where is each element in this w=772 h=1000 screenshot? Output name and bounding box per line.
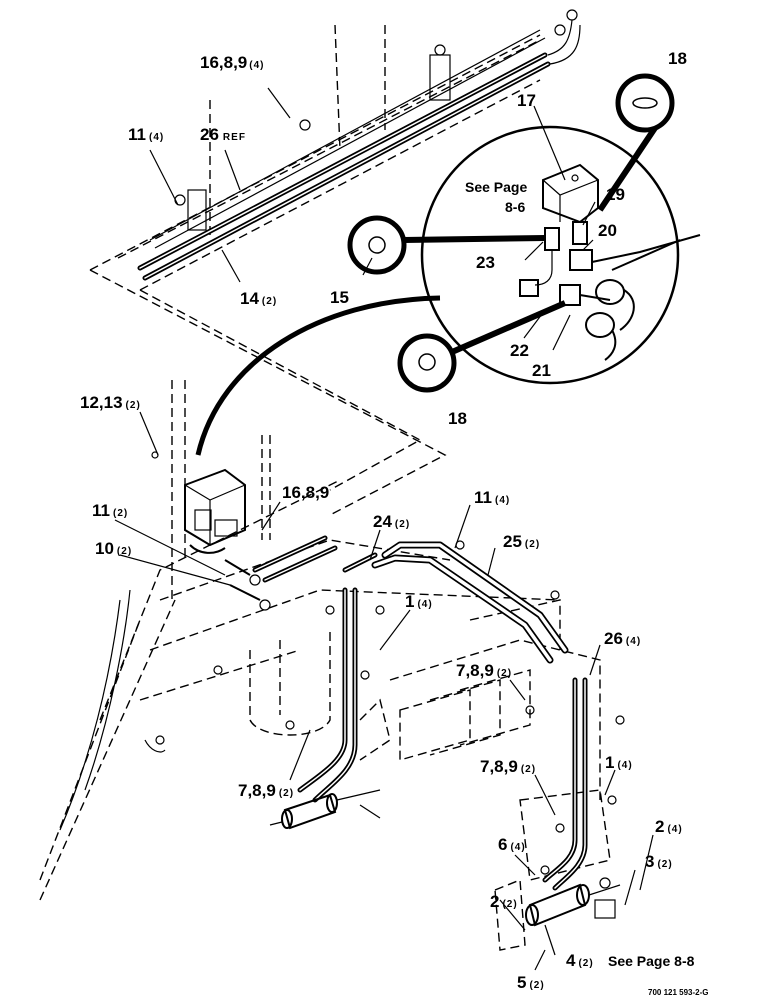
label-23: 23 [476,253,495,272]
label-3: 3(2) [645,852,673,871]
label-11-top: 11(4) [128,125,164,144]
o-ring-callouts [347,73,675,393]
label-7-8-9-left: 7,8,9(2) [238,781,294,800]
right-cylinder-hoses [542,677,588,891]
drawing-code: 700 121 593-2-G [648,988,709,997]
label-20: 20 [598,221,617,240]
label-25: 25(2) [503,532,540,551]
label-17: 17 [517,91,536,110]
leader-lines [114,87,654,971]
lower-machine-outline [39,380,611,951]
label-2-right: 2(4) [655,817,683,836]
label-14: 14(2) [240,289,277,308]
label-6: 6(4) [498,835,526,854]
label-18-bottom: 18 [448,409,467,428]
note-see-page-8-6-line1: See Page [465,179,527,195]
label-7-8-9-mid: 7,8,9(2) [456,661,512,680]
label-18-top: 18 [668,49,687,68]
label-26: 26(4) [604,629,641,648]
valve-assembly-left [184,468,271,611]
label-12-13: 12,13(2) [80,393,141,412]
valve-detail-circle [420,125,701,385]
label-19: 19 [606,185,625,204]
right-cylinder [525,877,621,927]
label-1-mid: 1(4) [405,592,433,611]
mid-hose-pair [252,535,338,583]
label-15: 15 [330,288,349,307]
note-see-page-8-8: See Page 8-8 [608,953,695,969]
label-7-8-9-right: 7,8,9(2) [480,757,536,776]
label-10: 10(2) [95,539,132,558]
label-5: 5(2) [517,973,545,992]
label-2-left: 2(2) [490,892,518,911]
label-16-8-9-top: 16,8,9(4) [200,53,265,72]
label-1-right: 1(4) [605,753,633,772]
upper-support-rail [149,9,581,249]
left-cylinder-hoses [297,587,358,803]
upper-hose-pair [137,52,551,281]
detail-leader-swoop [195,295,441,456]
hardware-bolts [151,451,625,875]
label-22: 22 [510,341,529,360]
label-11-right: 11(4) [474,488,510,507]
label-11-mid: 11(2) [92,501,128,520]
left-cylinder [269,789,381,830]
label-24: 24(2) [373,512,410,531]
upper-frame-outline [89,24,541,516]
steel-tubes [342,541,569,664]
label-21: 21 [532,361,551,380]
label-16-8-9-mid: 16,8,9 [282,483,329,502]
note-see-page-8-6-line2: 8-6 [505,199,525,215]
label-4: 4(2) [566,951,594,970]
